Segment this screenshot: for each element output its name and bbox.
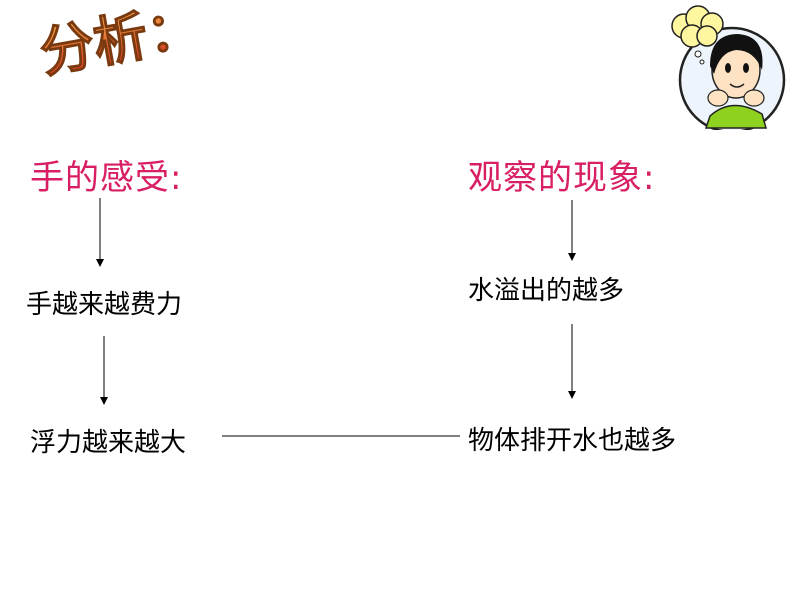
flow-connectors — [0, 0, 794, 596]
